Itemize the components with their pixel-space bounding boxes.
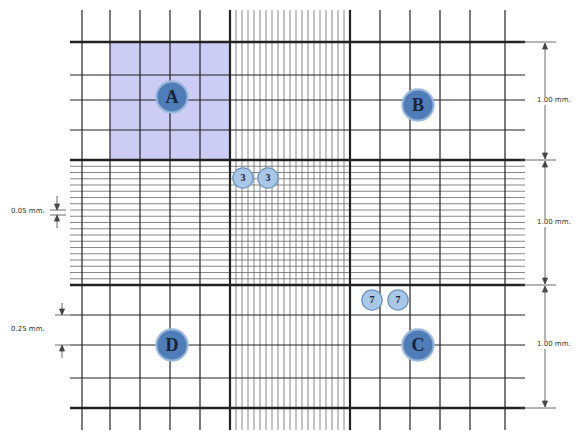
grid-line: [236, 10, 237, 430]
grid-line: [70, 241, 525, 242]
grid-line: [70, 191, 525, 192]
dimension-label: 1.00 mm.: [536, 219, 572, 227]
grid-line: [379, 10, 380, 430]
grid-line: [109, 10, 110, 430]
grid-line: [70, 278, 525, 279]
grid-line: [70, 235, 525, 236]
grid-line: [344, 10, 345, 430]
count-circle: 3: [257, 167, 279, 189]
grid-line: [242, 10, 243, 430]
grid-line: [70, 284, 525, 286]
grid-line: [320, 10, 321, 430]
grid-line: [70, 247, 525, 248]
circle-letter: C: [401, 328, 435, 362]
count-circle: 7: [387, 289, 409, 311]
grid-line: [302, 10, 303, 430]
dimension-label: 0.25 mm.: [10, 326, 46, 334]
grid-line: [199, 10, 200, 430]
circle-letter: 3: [257, 167, 279, 189]
dimension-label: 1.00 mm.: [536, 341, 572, 349]
grid-line: [409, 10, 410, 430]
grid-line: [326, 10, 327, 430]
grid-line: [469, 10, 470, 430]
grid-line: [70, 285, 525, 286]
grid-line: [169, 10, 170, 430]
grid-line: [70, 159, 525, 161]
grid-line: [70, 216, 525, 217]
grid-line: [70, 272, 525, 273]
dimension-marks: [50, 42, 556, 408]
grid-line: [70, 228, 525, 229]
grid-line: [254, 10, 255, 430]
count-circle: C: [401, 328, 435, 362]
grid-line: [439, 10, 440, 430]
grid-line: [504, 10, 505, 430]
grid-line: [349, 10, 351, 430]
grid-line: [70, 129, 525, 130]
circle-letter: 7: [387, 289, 409, 311]
grid-lines: [70, 10, 525, 430]
grid-line: [229, 10, 231, 430]
circle-letter: A: [155, 80, 189, 114]
grid-line: [70, 344, 525, 345]
grid-line: [266, 10, 267, 430]
grid-line: [70, 203, 525, 204]
grid-line: [70, 197, 525, 198]
grid-line: [70, 178, 525, 179]
grid-line: [70, 222, 525, 223]
count-circle: 3: [232, 167, 254, 189]
grid-line: [70, 74, 525, 75]
grid-line: [272, 10, 273, 430]
grid-line: [70, 185, 525, 186]
grid-line: [70, 99, 525, 100]
circle-letter: 7: [361, 289, 383, 311]
grid-line: [308, 10, 309, 430]
grid-line: [70, 266, 525, 267]
grid-line: [332, 10, 333, 430]
grid-line: [338, 10, 339, 430]
count-circle: A: [155, 80, 189, 114]
grid-line: [296, 10, 297, 430]
dimension-label: 1.00 mm.: [536, 97, 572, 105]
grid-line: [314, 10, 315, 430]
grid-line: [70, 377, 525, 378]
circle-letter: B: [401, 88, 435, 122]
grid-line: [70, 166, 525, 167]
grid-line: [70, 260, 525, 261]
count-circle: B: [401, 88, 435, 122]
grid-line: [70, 210, 525, 211]
grid-line: [350, 10, 351, 430]
dimension-label: 0.05 mm.: [10, 208, 46, 216]
grid-line: [260, 10, 261, 430]
grid-line: [70, 160, 525, 161]
grid-line: [70, 314, 525, 315]
count-circle: 7: [361, 289, 383, 311]
count-circle: D: [155, 328, 189, 362]
grid-line: [230, 10, 231, 430]
grid-line: [70, 41, 525, 43]
grid-line: [139, 10, 140, 430]
grid-line: [70, 407, 525, 409]
grid-line: [81, 10, 82, 430]
grid-line: [70, 172, 525, 173]
grid-line: [290, 10, 291, 430]
circle-letter: 3: [232, 167, 254, 189]
grid-line: [248, 10, 249, 430]
circle-letter: D: [155, 328, 189, 362]
grid-line: [70, 253, 525, 254]
grid-line: [278, 10, 279, 430]
grid-line: [284, 10, 285, 430]
